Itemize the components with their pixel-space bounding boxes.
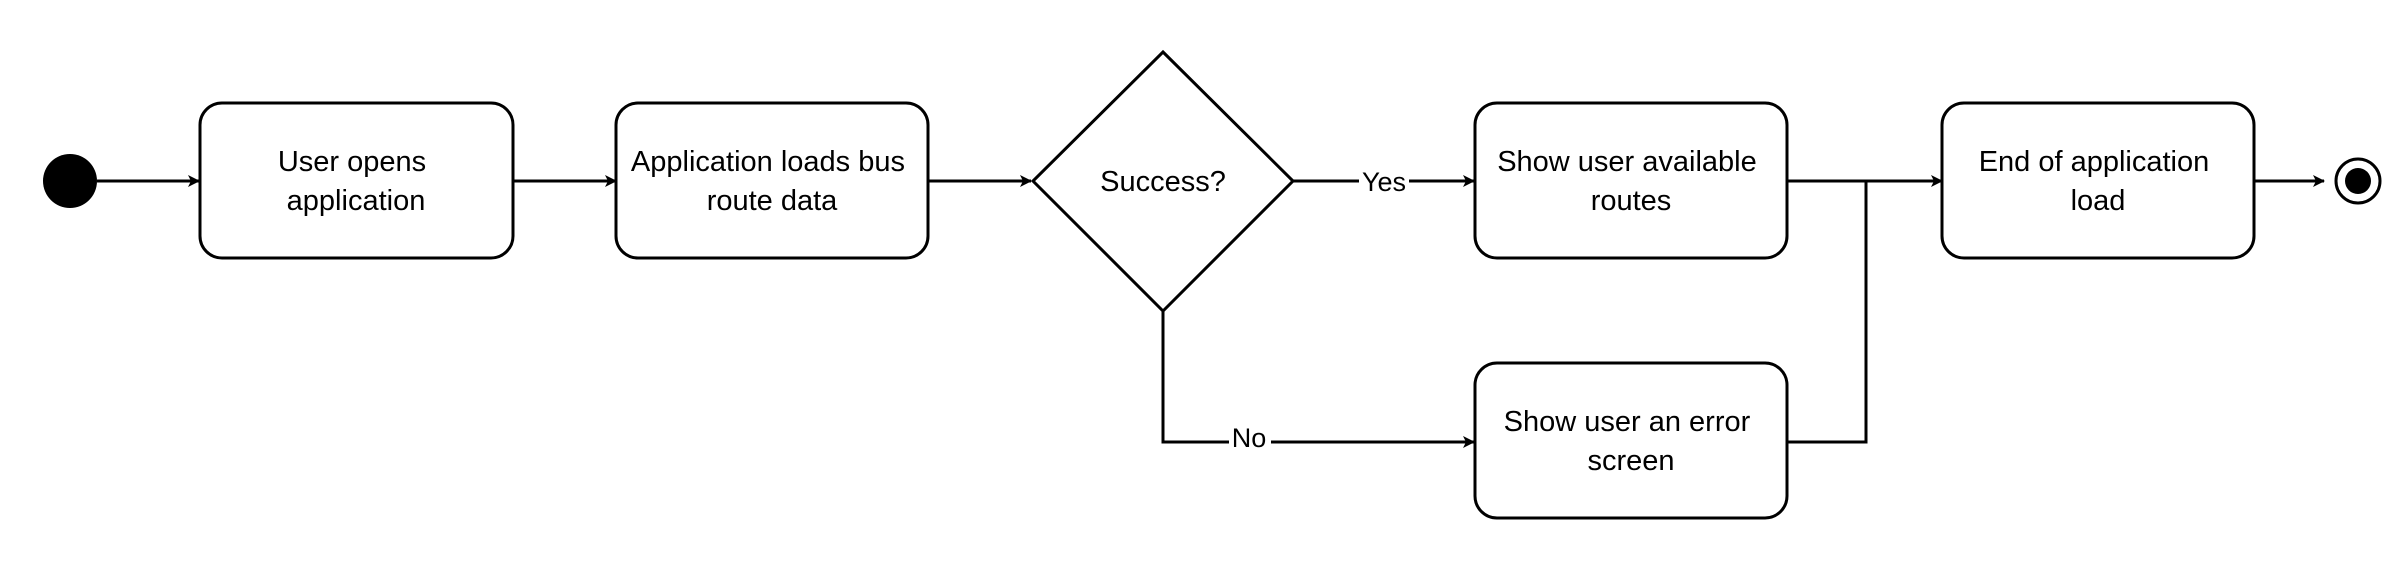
node-loads-data-line1: Application loads bus: [631, 146, 905, 178]
node-show-routes-line1: Show user available: [1497, 146, 1757, 178]
final-node: [2334, 157, 2382, 205]
node-user-opens-application: User opens application: [198, 101, 515, 260]
yes-label-text: Yes: [1362, 167, 1406, 197]
node-show-available-routes: Show user available routes: [1473, 101, 1789, 260]
svg-text:End of application load: End of application load: [1979, 146, 2218, 217]
svg-text:Show user available rout: Show user available routes: [1497, 146, 1765, 217]
decision-label: Success?: [1100, 166, 1226, 198]
no-edge-label: No: [1229, 421, 1271, 457]
node-loads-data-line2: route data: [707, 185, 838, 217]
node-end-load-line2: load: [2071, 185, 2126, 217]
edge-show-error-to-end: [1788, 181, 1868, 444]
decision-success: Success?: [1030, 49, 1296, 314]
node-show-error-line2: screen: [1587, 445, 1674, 477]
svg-text:User opens application: User opens application: [278, 146, 434, 217]
svg-text:Application loads bus ro: Application loads bus route data: [631, 146, 913, 217]
yes-edge-label: Yes: [1359, 165, 1409, 197]
node-end-of-application-load: End of application load: [1940, 101, 2256, 260]
no-label-text: No: [1232, 423, 1267, 453]
node-end-load-line1: End of application: [1979, 146, 2210, 178]
start-node: [43, 154, 97, 208]
edge-decision-no-to-show-error: [1161, 311, 1475, 448]
node-application-loads-data: Application loads bus route data: [614, 101, 930, 260]
node-show-error-screen: Show user an error screen: [1473, 361, 1789, 520]
node-show-routes-line2: routes: [1591, 185, 1672, 217]
node-user-opens-line1: User opens: [278, 146, 426, 178]
svg-text:Show user an error scree: Show user an error screen: [1504, 406, 1759, 477]
node-user-opens-line2: application: [287, 185, 426, 217]
node-show-error-line1: Show user an error: [1504, 406, 1751, 438]
